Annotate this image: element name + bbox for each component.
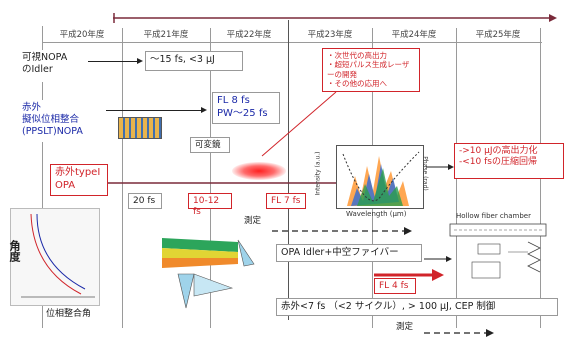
fl-7fs-box: FL 7 fs [266, 193, 306, 209]
measure-box: 測定 [240, 214, 270, 228]
spectrum-ylabel-left: Intensity (a.u.) [314, 151, 322, 196]
main-arrow [108, 172, 348, 187]
spectrum-plot [336, 145, 424, 209]
ir-final-box: 赤外<7 fs （<2 サイクル）, > 100 μJ, CEP 制御 [276, 298, 558, 316]
fl-4fs-box: FL 4 fs [374, 278, 416, 294]
hollow-fiber-label: Hollow fiber chamber [456, 212, 531, 220]
year-label: 平成23年度 [307, 30, 353, 40]
idler-fiber-box: OPA Idler+中空ファイバー [276, 244, 422, 262]
grid-line [210, 28, 211, 328]
arrow [106, 110, 202, 111]
measure2-label: 測定 [396, 322, 414, 332]
year-label: 平成21年度 [143, 30, 189, 40]
nopa-idler-box: 可視NOPA のIdler [18, 50, 90, 82]
timeline-arrow [113, 8, 558, 23]
red-glow [232, 162, 286, 180]
ppslt-crystal [118, 117, 162, 139]
plans-box: ・次世代の高出力 ・超短パルス生成レーザーの開発 ・その他の応用へ [322, 48, 420, 92]
year-label: 平成22年度 [226, 30, 272, 40]
arrow [426, 156, 454, 170]
goals-box: ->10 μJの高出力化 -<10 fsの圧縮回帰 [454, 143, 564, 179]
hollow-fiber-chamber [448, 222, 556, 302]
grid-line [42, 26, 43, 328]
horizontal-axis-label: 位相整合角 [46, 309, 92, 319]
ir-typei-box: 赤外typeI OPA [50, 164, 108, 196]
arrow-head [137, 58, 143, 64]
grid-line [122, 28, 123, 328]
fs20-box: 20 fs [128, 193, 162, 209]
red-arrow [374, 266, 444, 281]
spectrum-xlabel: Wavelength (μm) [346, 210, 407, 218]
compressor-illustration [158, 230, 258, 310]
arrow [424, 248, 452, 262]
arrow-head [201, 107, 207, 113]
phase-matching-plot [10, 208, 100, 306]
dashed-arrow [424, 322, 494, 337]
year-label: 平成24年度 [391, 30, 437, 40]
header-rule [42, 42, 542, 43]
pulse-15fs-box: 〜15 fs, <3 μJ [145, 51, 243, 71]
grid-line [288, 20, 289, 320]
fl-8fs-box: FL 8 fs PW〜25 fs [212, 92, 280, 124]
ir-ppslt-box: 赤外 擬似位相整合 (PPSLT)NOPA [18, 100, 106, 142]
pointer-line [258, 90, 338, 160]
dashed-arrow [272, 220, 412, 235]
fs10-12-box: 10-12 fs [188, 193, 232, 217]
year-label: 平成20年度 [59, 30, 105, 40]
variable-mirror-box: 可変鏡 [190, 137, 230, 153]
arrow [88, 61, 138, 62]
year-label: 平成25年度 [475, 30, 521, 40]
vertical-axis-label: 角度 [8, 240, 21, 262]
